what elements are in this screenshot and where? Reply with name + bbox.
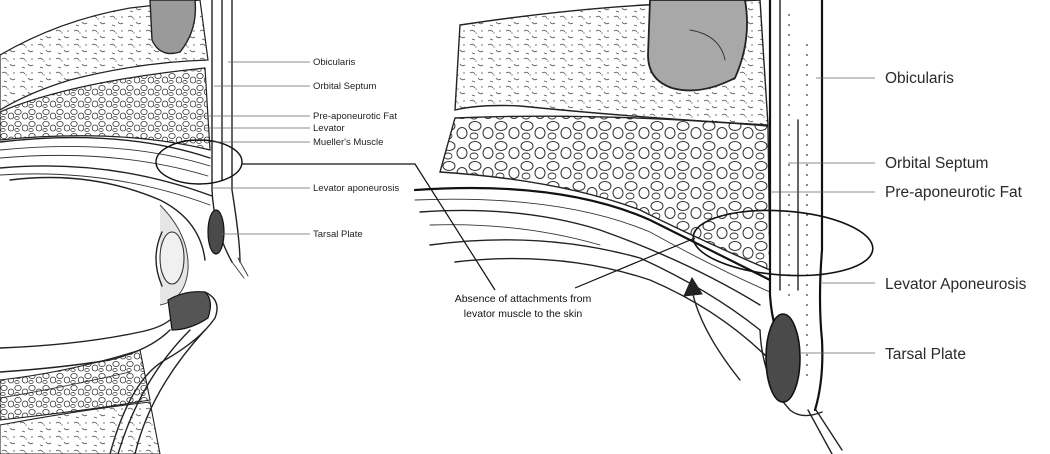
caption: Absence of attachments from levator musc…	[455, 293, 592, 320]
caption-line-2: levator muscle to the skin	[464, 308, 583, 320]
right-label-levator-aponeurosis: Levator Aponeurosis	[885, 276, 1027, 293]
left-label-pre-aponeurotic-fat: Pre-aponeurotic Fat	[313, 111, 397, 122]
left-label-levator-aponeurosis: Levator aponeurosis	[313, 183, 399, 194]
right-label-pre-aponeurotic-fat: Pre-aponeurotic Fat	[885, 184, 1023, 201]
right-labels: Obicularis Orbital Septum Pre-aponeuroti…	[885, 70, 1027, 363]
left-label-tarsal-plate: Tarsal Plate	[313, 229, 363, 240]
left-label-levator: Levator	[313, 123, 345, 134]
left-eyelid-illustration	[0, 0, 249, 454]
right-leader-lines	[770, 77, 875, 354]
left-labels: Obicularis Orbital Septum Pre-aponeuroti…	[313, 57, 399, 240]
caption-pointer-lines	[242, 163, 696, 291]
left-highlight-ellipse	[155, 139, 243, 185]
caption-line-1: Absence of attachments from	[455, 293, 592, 305]
left-leader-lines	[200, 61, 310, 235]
left-label-muellers-muscle: Mueller's Muscle	[313, 137, 383, 148]
left-label-obicularis: Obicularis	[313, 57, 355, 68]
right-eyelid-illustration	[413, 0, 874, 454]
right-label-tarsal-plate: Tarsal Plate	[885, 346, 966, 363]
right-label-obicularis: Obicularis	[885, 70, 954, 87]
right-highlight-ellipse	[692, 209, 874, 277]
right-label-orbital-septum: Orbital Septum	[885, 155, 988, 172]
left-label-orbital-septum: Orbital Septum	[313, 81, 376, 92]
